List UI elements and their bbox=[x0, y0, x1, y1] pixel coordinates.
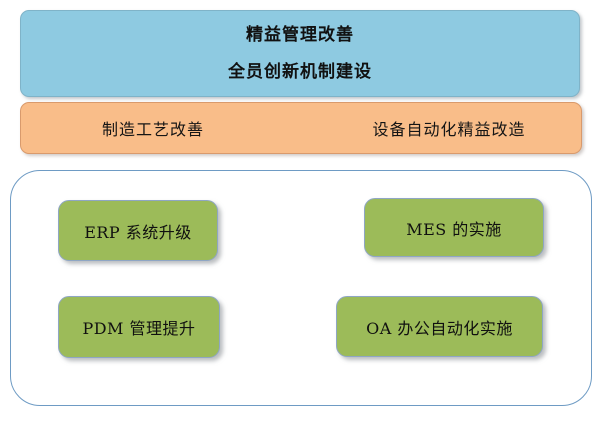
orange-band-label-right: 设备自动化精益改造 bbox=[372, 120, 526, 139]
top-banner-heading-secondary: 全员创新机制建设 bbox=[228, 61, 372, 82]
top-banner-blue: 精益管理改善 全员创新机制建设 bbox=[20, 10, 580, 97]
system-chip-pdm[interactable]: PDM 管理提升 bbox=[58, 296, 220, 358]
systems-grid: ERP 系统升级 MES 的实施 PDM 管理提升 OA 办公自动化实施 bbox=[11, 171, 591, 405]
system-chip-mes[interactable]: MES 的实施 bbox=[364, 198, 544, 257]
orange-band: 制造工艺改善 设备自动化精益改造 bbox=[20, 102, 582, 154]
system-chip-oa[interactable]: OA 办公自动化实施 bbox=[336, 296, 543, 357]
system-chip-erp[interactable]: ERP 系统升级 bbox=[58, 200, 218, 261]
systems-container: ERP 系统升级 MES 的实施 PDM 管理提升 OA 办公自动化实施 bbox=[10, 170, 592, 406]
orange-band-label-left: 制造工艺改善 bbox=[101, 120, 204, 139]
top-banner-heading-primary: 精益管理改善 bbox=[246, 24, 354, 45]
